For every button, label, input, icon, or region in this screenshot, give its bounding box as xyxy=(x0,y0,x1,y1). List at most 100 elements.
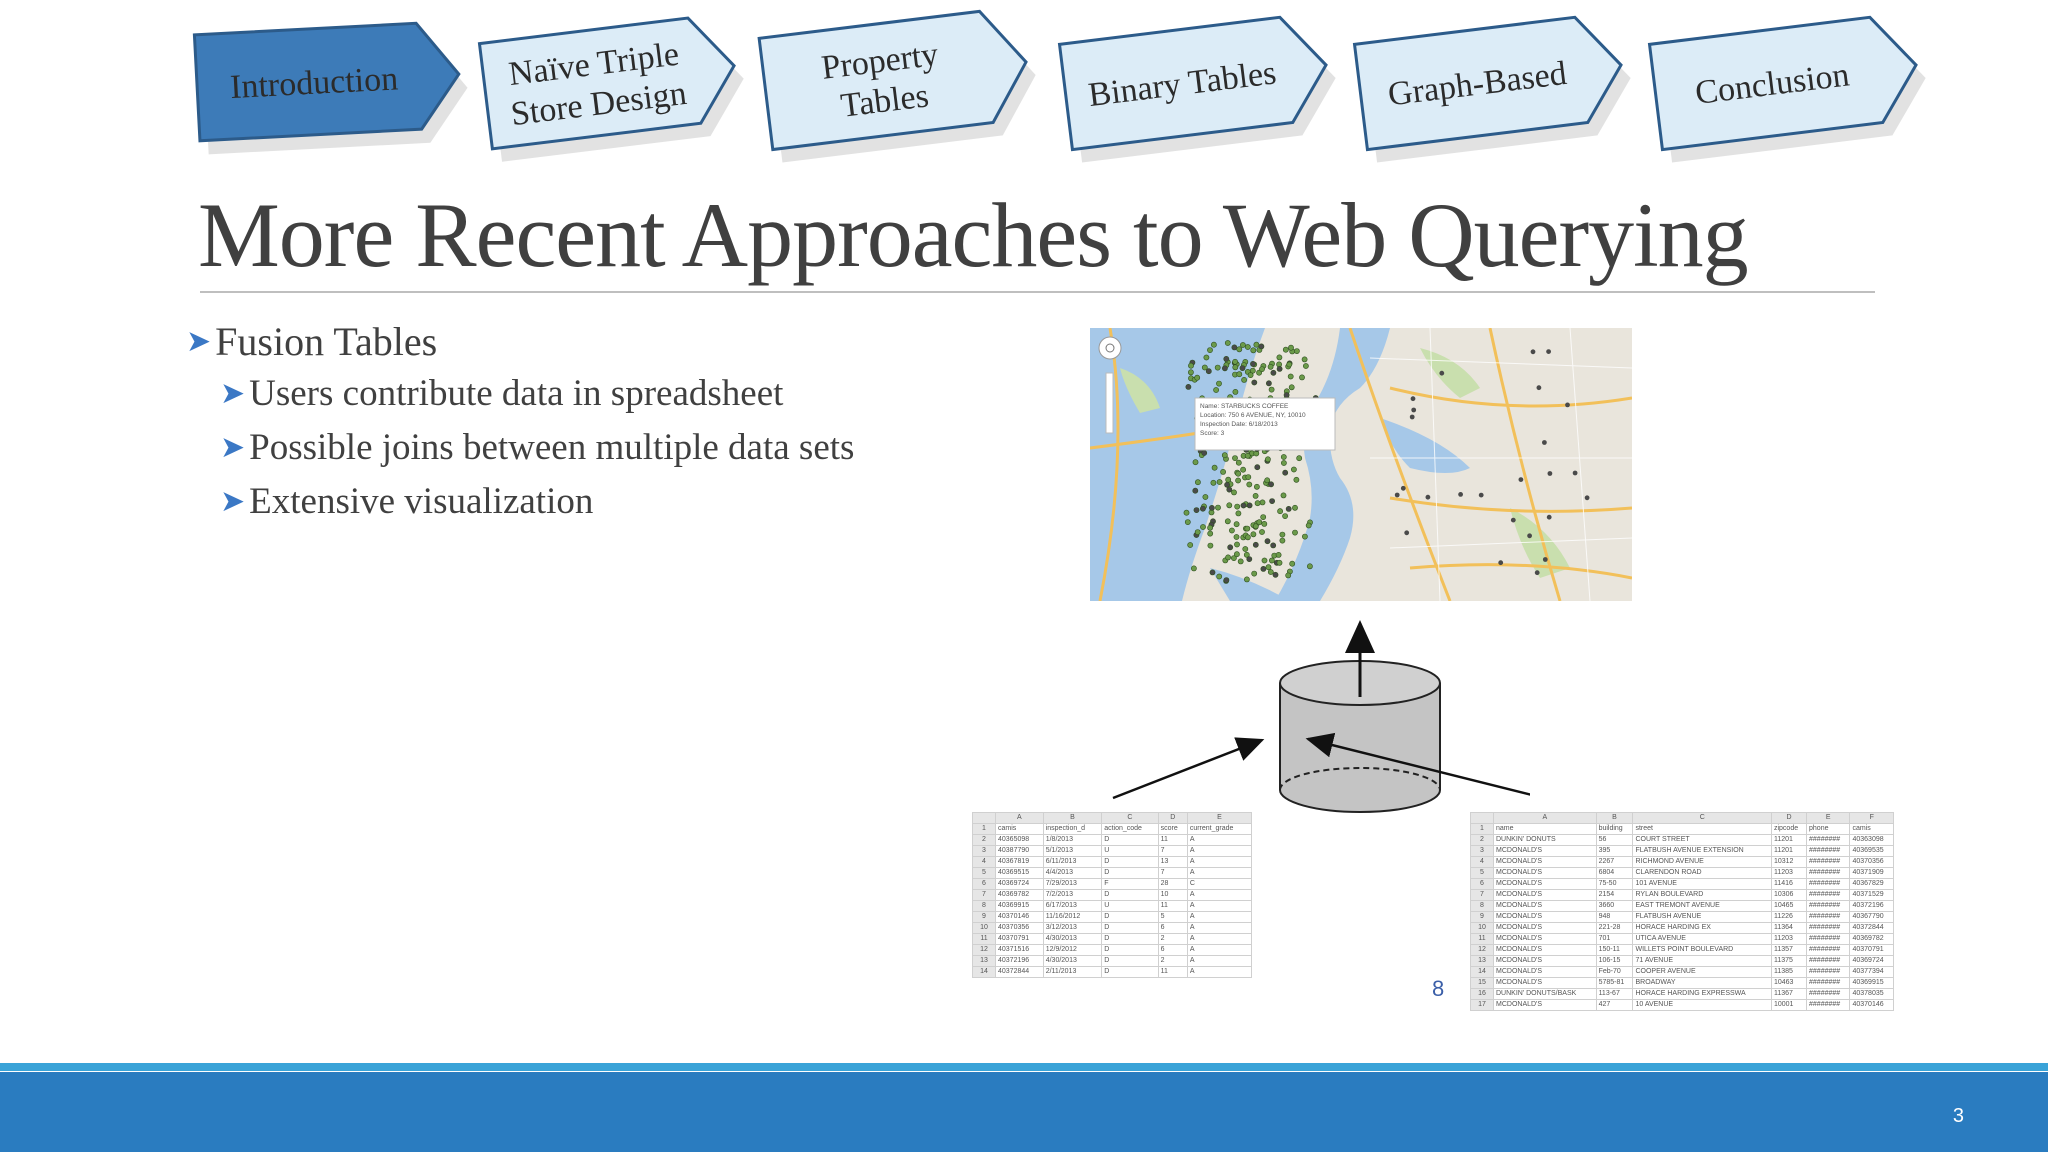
map-marker xyxy=(1253,341,1260,348)
map-marker xyxy=(1270,369,1277,376)
table-cell: 5785-81 xyxy=(1595,977,1634,989)
map-marker xyxy=(1306,563,1313,570)
map-marker xyxy=(1530,349,1536,355)
row-number: 4 xyxy=(1470,856,1494,868)
map-marker xyxy=(1226,486,1233,493)
table-cell: ######## xyxy=(1806,911,1851,923)
sub-bullet: ➤ Extensive visualization xyxy=(220,474,854,528)
map-marker xyxy=(1184,519,1191,525)
table-cell: MCDONALD'S xyxy=(1493,856,1597,868)
sheet-column-letter: E xyxy=(1806,812,1851,824)
map-marker xyxy=(1258,343,1265,350)
map-marker xyxy=(1264,538,1271,545)
table-cell: HORACE HARDING EX xyxy=(1632,922,1772,934)
map-marker xyxy=(1270,542,1277,549)
table-cell: D xyxy=(1101,911,1159,923)
table-cell: 11201 xyxy=(1770,845,1808,857)
table-cell: D xyxy=(1101,944,1159,956)
table-cell: 2 xyxy=(1157,955,1188,967)
table-cell: camis xyxy=(995,823,1044,835)
table-cell: UTICA AVENUE xyxy=(1632,933,1772,945)
row-number: 14 xyxy=(1470,966,1494,978)
table-cell: D xyxy=(1101,889,1159,901)
map-marker xyxy=(1253,483,1260,490)
map-marker xyxy=(1231,344,1238,351)
row-number: 10 xyxy=(972,922,996,934)
map-compass-icon xyxy=(1098,336,1122,360)
map-image: Name: STARBUCKS COFFEE Location: 750 6 A… xyxy=(1090,328,1632,601)
table-cell: 40369515 xyxy=(995,867,1044,879)
table-cell: 40372196 xyxy=(1849,900,1894,912)
nav-tab-introduction[interactable]: Introduction xyxy=(192,21,470,155)
table-cell: D xyxy=(1101,856,1159,868)
table-cell: 28 xyxy=(1157,878,1188,890)
table-cell: ######## xyxy=(1806,922,1851,934)
map-marker xyxy=(1185,384,1192,390)
map-marker xyxy=(1252,492,1259,499)
table-cell: score xyxy=(1157,823,1188,835)
table-cell: 7 xyxy=(1157,867,1188,879)
table-cell: A xyxy=(1186,900,1252,912)
table-cell: A xyxy=(1186,966,1252,978)
footer-accent-line xyxy=(0,1063,2048,1071)
table-cell: 7/29/2013 xyxy=(1042,878,1103,890)
table-cell: 40378035 xyxy=(1849,988,1894,1000)
map-marker xyxy=(1235,510,1242,517)
sheet-column-letter: A xyxy=(995,812,1044,824)
map-marker xyxy=(1205,368,1212,375)
map-marker xyxy=(1224,481,1230,488)
map-marker xyxy=(1223,355,1230,362)
table-cell: ######## xyxy=(1806,845,1851,857)
map-marker xyxy=(1227,544,1234,551)
sheet-column-letter: B xyxy=(1042,812,1103,824)
slide-link-number[interactable]: 8 xyxy=(1432,976,1445,1001)
map-marker xyxy=(1277,508,1283,515)
map-marker xyxy=(1276,354,1283,361)
map-marker xyxy=(1209,504,1215,511)
nav-tab-binary-tables[interactable]: Binary Tables xyxy=(1057,11,1343,163)
map-marker xyxy=(1527,533,1532,539)
table-cell: 40369782 xyxy=(1849,933,1894,945)
sub-bullet-text: Users contribute data in spreadsheet xyxy=(249,372,784,414)
table-cell: A xyxy=(1186,955,1252,967)
map-marker xyxy=(1400,485,1406,491)
table-cell: 40369724 xyxy=(995,878,1044,890)
table-cell: 6/11/2013 xyxy=(1042,856,1103,868)
map-marker xyxy=(1232,364,1239,371)
table-cell: 101 AVENUE xyxy=(1632,878,1772,890)
table-cell: D xyxy=(1101,955,1159,967)
row-number: 9 xyxy=(1470,911,1494,923)
map-marker xyxy=(1287,373,1294,380)
map-marker xyxy=(1242,546,1249,552)
map-marker xyxy=(1240,466,1246,473)
nav-tab-graph-based[interactable]: Graph-Based xyxy=(1352,11,1638,163)
table-cell: F xyxy=(1101,878,1159,890)
map-marker xyxy=(1236,346,1243,353)
table-cell: MCDONALD'S xyxy=(1493,966,1597,978)
table-cell: 221-28 xyxy=(1595,922,1634,934)
table-cell: 40370356 xyxy=(995,922,1044,934)
map-marker xyxy=(1268,557,1275,564)
arrow-right-icon: ➤ xyxy=(220,375,246,411)
map-marker xyxy=(1279,531,1286,538)
nav-tab-conclusion[interactable]: Conclusion xyxy=(1647,11,1933,163)
map-marker xyxy=(1216,479,1223,485)
row-number: 4 xyxy=(972,856,996,868)
table-cell: MCDONALD'S xyxy=(1493,845,1597,857)
table-cell: 56 xyxy=(1595,834,1634,846)
table-cell: ######## xyxy=(1806,988,1851,1000)
table-cell: 10001 xyxy=(1770,999,1808,1011)
row-number: 7 xyxy=(972,889,996,901)
table-cell: 1/8/2013 xyxy=(1042,834,1103,846)
nav-tab-label: Introduction xyxy=(229,60,399,106)
table-cell: 40371529 xyxy=(1849,889,1894,901)
table-cell: D xyxy=(1101,922,1159,934)
table-cell: COURT STREET xyxy=(1632,834,1772,846)
